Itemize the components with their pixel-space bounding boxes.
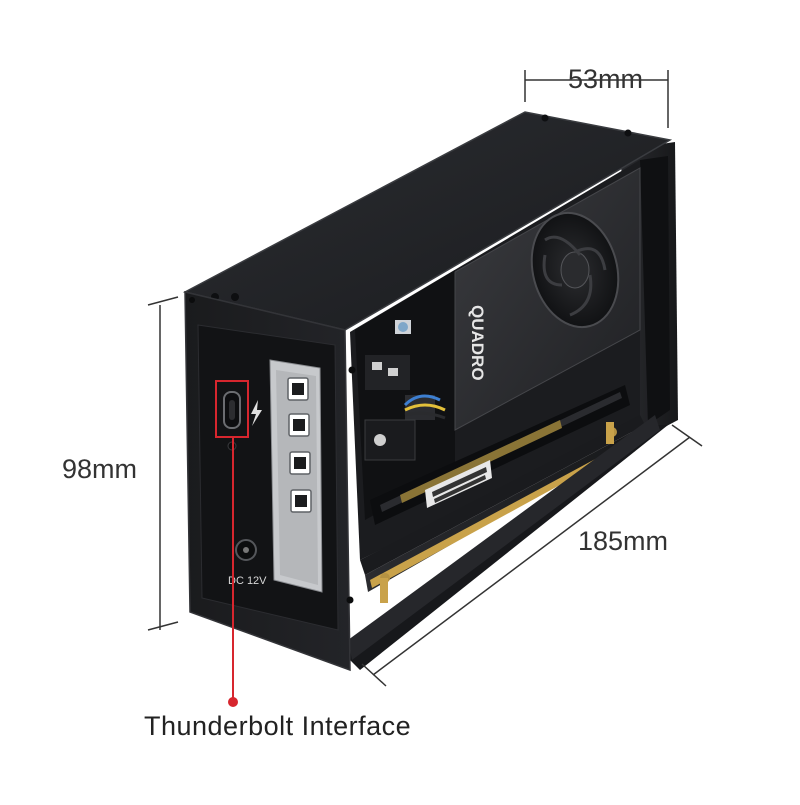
dimension-height xyxy=(147,296,179,631)
dimension-length xyxy=(361,424,703,687)
length-dimension-label: 185mm xyxy=(578,526,669,556)
depth-dimension-label: 53mm xyxy=(568,64,644,94)
dimension-depth xyxy=(524,70,669,128)
height-dimension-label: 98mm xyxy=(62,454,138,484)
thunderbolt-icon xyxy=(251,400,262,426)
gpu-brand-text: QUADRO xyxy=(468,305,487,381)
thunderbolt-interface-label: Thunderbolt Interface xyxy=(144,711,412,741)
mini-displayport-ports xyxy=(287,377,312,513)
callout-dot xyxy=(228,697,238,707)
bottom-rail xyxy=(345,425,668,670)
dc-power-label: DC 12V xyxy=(228,575,267,587)
base-pcb xyxy=(360,415,645,575)
gpu-fan xyxy=(530,211,620,329)
